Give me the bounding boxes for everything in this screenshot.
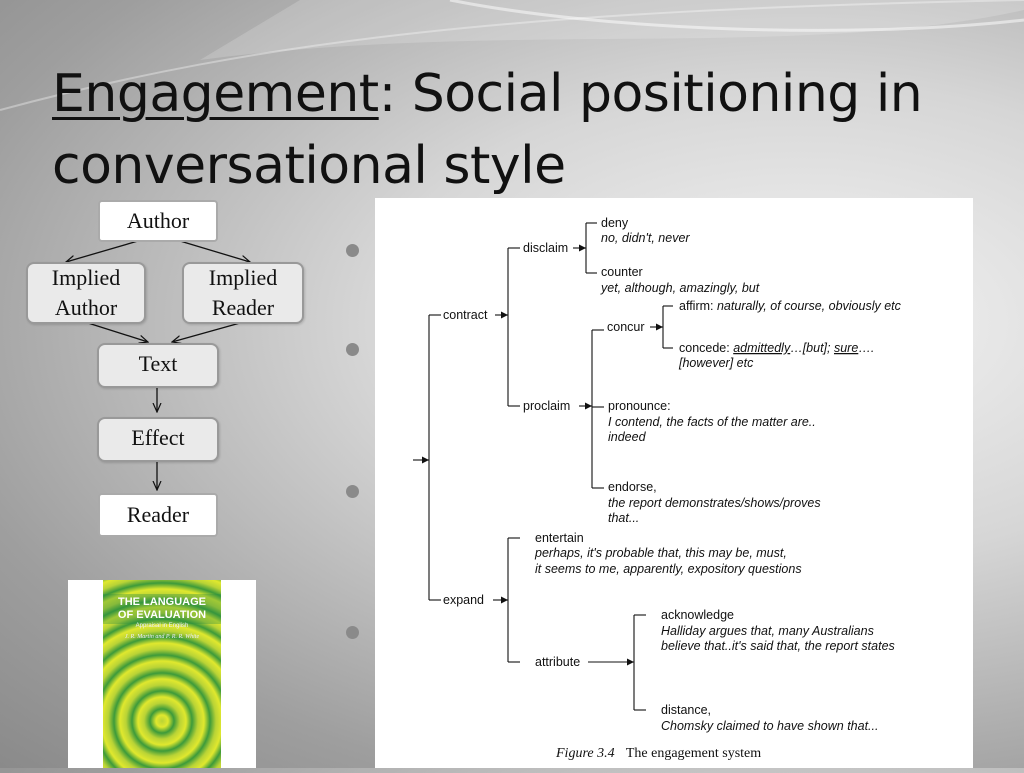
node-pronounce: pronounce:	[608, 399, 671, 413]
book-subtitle: Appraisal in English	[135, 623, 189, 629]
flow-node-text: Text	[97, 343, 219, 388]
title-underlined-word: Engagement	[52, 64, 379, 124]
node-attribute: attribute	[535, 655, 580, 669]
title-rest-line2: conversational style	[52, 136, 566, 196]
affirm-examples: naturally, of course, obviously etc	[717, 299, 902, 313]
node-entertain: entertain	[535, 531, 584, 545]
bullet-dot	[346, 485, 359, 498]
node-contract: contract	[443, 308, 488, 322]
distance-examples: Chomsky claimed to have shown that...	[661, 719, 878, 733]
title-rest-line1: : Social positioning in	[378, 64, 923, 124]
figure-caption: Figure 3.4 The engagement system	[555, 746, 761, 761]
flow-node-author-label: Author	[126, 208, 190, 233]
acknowledge-examples-line2: believe that..it's said that, the report…	[661, 639, 895, 653]
node-proclaim: proclaim	[523, 399, 570, 413]
flow-node-implied-author-line2: Author	[54, 295, 118, 320]
node-endorse: endorse,	[608, 480, 657, 494]
engagement-system-diagram: contract expand disclaim proclaim deny n…	[413, 216, 902, 761]
node-expand: expand	[443, 593, 484, 607]
concede-word-admittedly: admittedly	[733, 341, 791, 355]
endorse-examples-line2: that...	[608, 511, 639, 525]
counter-examples: yet, although, amazingly, but	[600, 281, 760, 295]
book-authors: J. R. Martin and P. R. R. White	[124, 634, 200, 640]
flow-node-reader-label: Reader	[126, 502, 190, 527]
background-swoosh	[0, 0, 1024, 111]
node-disclaim: disclaim	[523, 241, 568, 255]
flow-connectors	[0, 240, 320, 540]
flow-node-implied-author-line1: Implied	[51, 265, 121, 290]
acknowledge-examples-line1: Halliday argues that, many Australians	[661, 624, 874, 638]
bullet-dot	[346, 244, 359, 257]
page-title: Engagement: Social positioning in conver…	[52, 58, 992, 202]
affirm-label: affirm:	[679, 299, 714, 313]
flow-node-effect: Effect	[97, 417, 219, 462]
pronounce-examples-line1: I contend, the facts of the matter are..	[608, 415, 816, 429]
concede-examples-line2: [however] etc	[678, 356, 754, 370]
flow-node-implied-author: Implied Author	[26, 262, 146, 324]
flow-node-implied-reader-line1: Implied	[208, 265, 278, 290]
flow-node-author: Author	[98, 200, 218, 242]
book-cover: THE LANGUAGE OF EVALUATION Appraisal in …	[103, 580, 221, 768]
flow-node-reader: Reader	[98, 493, 218, 537]
node-deny: deny	[601, 216, 629, 230]
node-counter: counter	[601, 265, 643, 279]
node-acknowledge: acknowledge	[661, 608, 734, 622]
book-title-line2: OF EVALUATION	[117, 609, 207, 621]
bullet-dot	[346, 626, 359, 639]
flow-node-implied-reader: Implied Reader	[182, 262, 304, 324]
flow-node-text-label: Text	[138, 351, 178, 376]
endorse-examples-line1: the report demonstrates/shows/proves	[608, 496, 821, 510]
figure-caption-label: Figure 3.4	[555, 746, 615, 761]
flow-node-implied-reader-line2: Reader	[211, 295, 275, 320]
engagement-system-figure: contract expand disclaim proclaim deny n…	[375, 198, 973, 768]
concede-word-sure: sure	[834, 341, 858, 355]
book-title: THE LANGUAGE OF EVALUATION	[103, 594, 221, 624]
node-affirm: affirm: naturally, of course, obviously …	[679, 299, 902, 313]
node-distance: distance,	[661, 703, 711, 717]
entertain-examples-line1: perhaps, it's probable that, this may be…	[534, 546, 787, 560]
bullet-dot	[346, 343, 359, 356]
deny-examples: no, didn't, never	[601, 231, 690, 245]
node-concede: concede: admittedly…[but]; sure….	[679, 341, 874, 355]
node-concur: concur	[607, 320, 645, 334]
concede-word-but: …[but];	[790, 341, 831, 355]
figure-caption-text: The engagement system	[626, 746, 761, 761]
pronounce-examples-line2: indeed	[608, 430, 647, 444]
concede-label: concede:	[679, 341, 730, 355]
book-cover-image: THE LANGUAGE OF EVALUATION Appraisal in …	[68, 580, 256, 768]
concede-ellipsis: ….	[858, 341, 874, 355]
book-title-line1: THE LANGUAGE	[118, 596, 206, 608]
entertain-examples-line2: it seems to me, apparently, expository q…	[535, 562, 802, 576]
flow-node-effect-label: Effect	[131, 425, 185, 450]
